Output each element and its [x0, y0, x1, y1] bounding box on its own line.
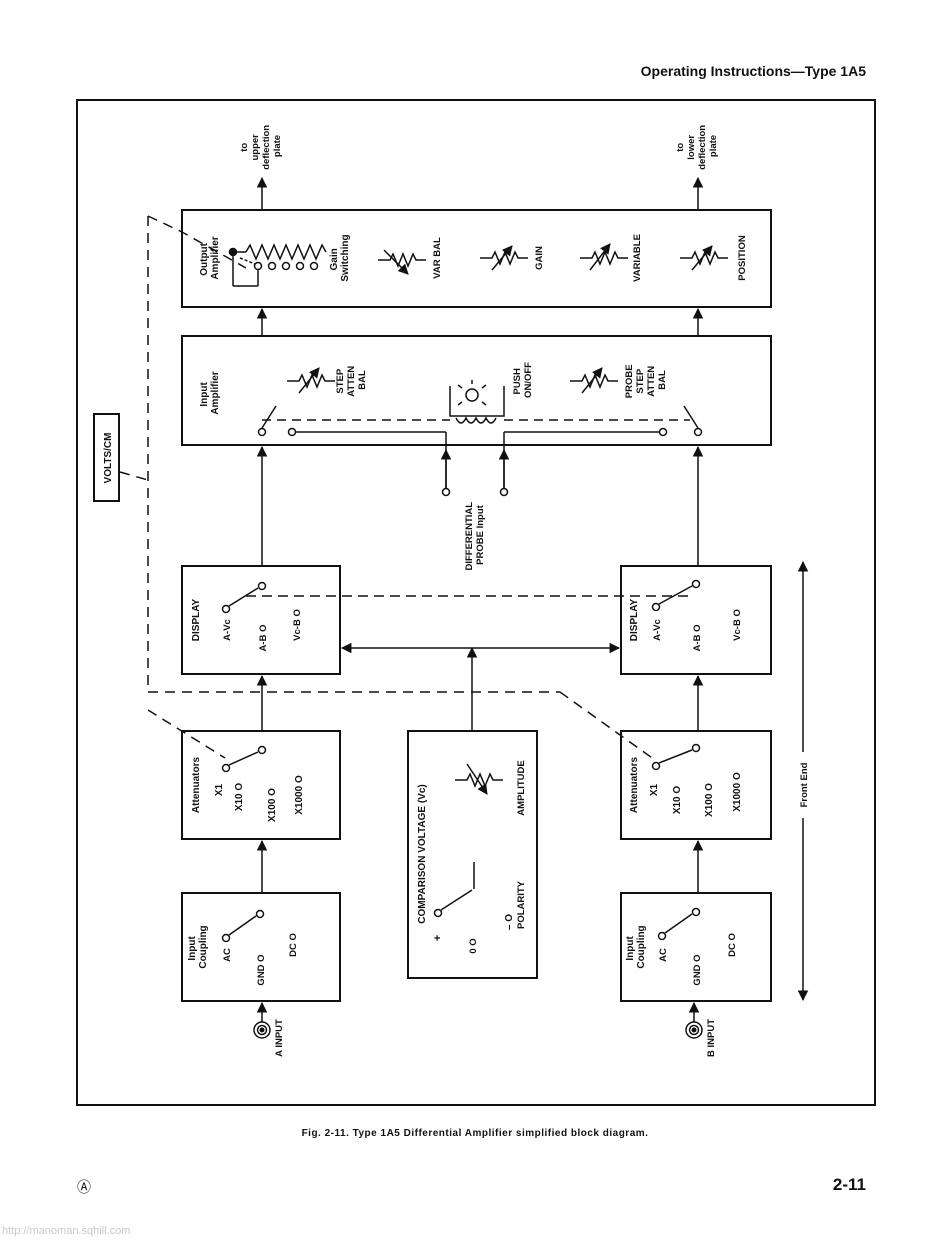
a-input-label: A INPUT — [274, 1019, 285, 1057]
input-coupling-b-block — [620, 892, 772, 1002]
polarity-minus-label: – O — [504, 914, 515, 930]
display-b-title: DISPLAY — [629, 598, 640, 641]
gain-switching-resistor-icon — [228, 243, 327, 287]
lower-deflection-plate-label: to lower deflection plate — [675, 122, 719, 170]
input-amplifier-block — [181, 335, 772, 446]
display-b-opt-a-vc: A-Vc — [652, 619, 663, 641]
attenuators-a-x1000: X1000 O — [294, 775, 305, 815]
attenuators-b-x1: X1 — [649, 783, 660, 796]
differential-probe-input-label: DIFFERENTIAL PROBE Input — [464, 499, 486, 570]
upper-deflection-plate-label: to upper deflection plate — [239, 122, 283, 170]
b-input-connector-icon — [685, 1001, 703, 1039]
input-coupling-a-gnd: GND O — [256, 954, 267, 985]
display-b-opt-vc-b: Vc-B O — [732, 609, 743, 641]
amplitude-label: AMPLITUDE — [516, 760, 527, 815]
b-input-label: B INPUT — [706, 1019, 717, 1057]
volts-cm-linkage — [119, 215, 656, 761]
attenuators-a-x10: X10 O — [234, 783, 245, 812]
var-bal-label: VAR BAL — [432, 237, 443, 279]
push-on-off-label: PUSH ON/OFF — [512, 362, 534, 398]
display-a-title: DISPLAY — [191, 598, 202, 641]
input-coupling-a-block — [181, 892, 341, 1002]
polarity-zero-label: 0 O — [468, 938, 479, 953]
volts-cm-label: VOLTS/CM — [103, 433, 114, 484]
comparison-voltage-title: COMPARISON VOLTAGE (Vc) — [417, 784, 428, 923]
diagram-frame — [76, 99, 876, 1106]
input-amplifier-title: Input Amplifier — [199, 371, 221, 414]
display-a-opt-a-vc: A-Vc — [222, 619, 233, 641]
input-coupling-b-gnd: GND O — [692, 954, 703, 985]
input-coupling-b-ac: AC — [658, 948, 669, 962]
display-b-block — [620, 565, 772, 675]
page-number: 2-11 — [832, 1175, 866, 1194]
volts-cm-control — [93, 413, 120, 502]
comparison-voltage-block — [407, 730, 538, 979]
input-coupling-a-title: Input Coupling — [187, 925, 209, 968]
attenuators-a-title: Attenuators — [191, 757, 202, 814]
input-amp-switches — [257, 405, 703, 488]
input-coupling-a-dc: DC O — [288, 933, 299, 957]
a-input-connector-icon — [253, 1001, 271, 1039]
display-a-block — [181, 565, 341, 675]
gain-switching-label: Gain Switching — [329, 234, 351, 281]
attenuators-a-x1: X1 — [214, 783, 225, 796]
front-end-label: Front End — [799, 762, 810, 807]
display-b-opt-a-b: A-B O — [692, 625, 703, 652]
position-label: POSITION — [737, 235, 748, 281]
probe-step-atten-bal-label: PROBE STEP ATTEN BAL — [624, 362, 668, 398]
display-b-switch — [651, 579, 701, 612]
polarity-switch — [433, 862, 475, 918]
input-coupling-b-dc: DC O — [727, 933, 738, 957]
circle-a-mark: Ⓐ — [77, 1180, 91, 1196]
attenuators-b-x10: X10 O — [672, 786, 683, 815]
probe-step-atten-bal-resistor-icon — [570, 367, 618, 394]
attenuators-a-block — [181, 730, 341, 840]
input-coupling-a-ac: AC — [222, 948, 233, 962]
display-a-switch — [221, 581, 267, 614]
gain-resistor-icon — [480, 245, 528, 271]
variable-label: VARIABLE — [632, 234, 643, 282]
step-atten-bal-resistor-icon — [287, 367, 335, 394]
output-amplifier-block — [181, 209, 772, 308]
polarity-plus-label: + — [432, 935, 444, 941]
var-bal-resistor-icon — [378, 249, 426, 275]
push-on-off-lamp-icon — [449, 380, 505, 424]
attenuators-b-title: Attenuators — [629, 757, 640, 814]
input-coupling-b-switch — [657, 907, 701, 941]
watermark: http://manoman.sqhill.com — [2, 1225, 131, 1237]
display-a-opt-vc-b: Vc-B O — [292, 609, 303, 641]
input-coupling-b-title: Input Coupling — [625, 925, 647, 968]
page-header: Operating Instructions—Type 1A5 — [640, 63, 866, 79]
polarity-label: POLARITY — [516, 880, 527, 929]
display-a-opt-a-b: A-B O — [258, 625, 269, 652]
differential-probe-input-terminals — [440, 448, 510, 497]
attenuators-a-x100: X100 O — [267, 788, 278, 822]
step-atten-bal-label: STEP ATTEN BAL — [335, 363, 368, 397]
input-coupling-a-switch — [221, 909, 265, 943]
output-amplifier-title: Output Amplifier — [199, 236, 221, 279]
attenuators-b-block — [620, 730, 772, 840]
amplitude-resistor-icon — [455, 763, 503, 795]
position-resistor-icon — [680, 245, 728, 271]
figure-caption: Fig. 2-11. Type 1A5 Differential Amplifi… — [301, 1128, 649, 1139]
variable-resistor-icon — [580, 243, 628, 271]
attenuators-b-x100: X100 O — [704, 783, 715, 817]
gain-label: GAIN — [534, 246, 545, 270]
attenuators-b-x1000: X1000 O — [732, 772, 743, 812]
attenuators-a-switch — [221, 745, 267, 773]
attenuators-b-switch — [651, 743, 701, 771]
